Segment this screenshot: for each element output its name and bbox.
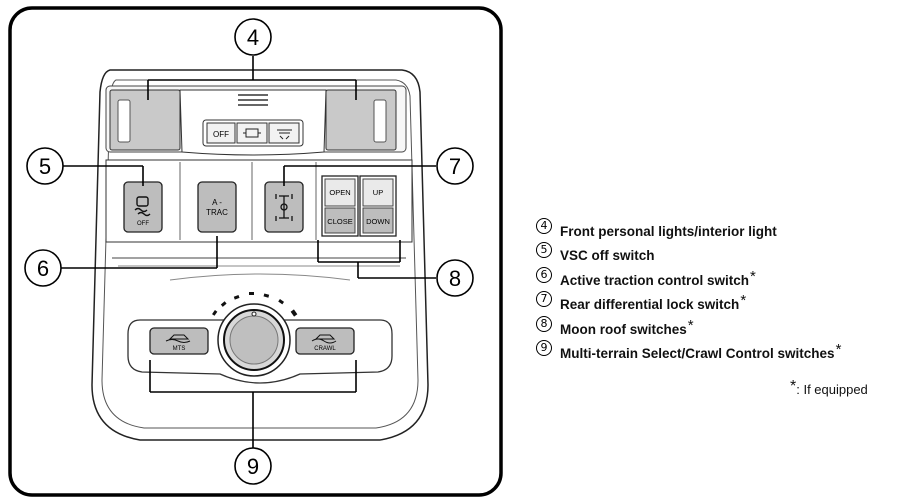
legend-label: VSC off switch bbox=[560, 248, 655, 264]
svg-text:5: 5 bbox=[39, 154, 51, 179]
callout-7: 7 bbox=[436, 147, 474, 185]
crawl-terrain-icon bbox=[311, 334, 337, 344]
callout-5: 5 bbox=[26, 147, 64, 185]
vsc-skid-car-icon bbox=[134, 196, 151, 217]
moonroof-up-button[interactable] bbox=[362, 178, 394, 207]
legend-number: 8 bbox=[536, 315, 552, 332]
legend-item-moon-roof: 8 Moon roof switches* bbox=[536, 314, 896, 338]
svg-text:7: 7 bbox=[449, 154, 461, 179]
crawl-button[interactable] bbox=[295, 327, 355, 355]
footnote-text: : If equipped bbox=[796, 382, 868, 397]
legend-label: Multi-terrain Select/Crawl Control switc… bbox=[560, 340, 842, 361]
crawl-label: CRAWL bbox=[314, 346, 336, 352]
light-left-slot bbox=[117, 99, 131, 143]
callout-8: 8 bbox=[436, 259, 474, 297]
legend-label: Front personal lights/interior light bbox=[560, 224, 777, 239]
footnote: *: If equipped bbox=[790, 378, 868, 397]
legend-item-multi-terrain-select: 9 Multi-terrain Select/Crawl Control swi… bbox=[536, 338, 896, 362]
legend-label: Moon roof switches* bbox=[560, 316, 694, 337]
legend-number: 6 bbox=[536, 266, 552, 283]
legend-number: 5 bbox=[536, 242, 552, 259]
mts-label: MTS bbox=[173, 346, 186, 352]
moonroof-close-button[interactable] bbox=[324, 207, 356, 234]
svg-text:4: 4 bbox=[247, 25, 259, 50]
legend-item-active-traction-control: 6 Active traction control switch* bbox=[536, 265, 896, 289]
svg-text:9: 9 bbox=[247, 454, 259, 479]
interior-light-lens-icon bbox=[238, 94, 268, 106]
legend-item-front-personal-lights: 4 Front personal lights/interior light bbox=[536, 216, 896, 240]
interior-light-off-label: OFF bbox=[213, 130, 229, 139]
mts-selector-dial-face bbox=[229, 315, 279, 365]
interior-light-on-icon bbox=[277, 129, 292, 140]
footnote-mark: * bbox=[790, 378, 797, 395]
moonroof-down-label: DOWN bbox=[366, 217, 390, 226]
moonroof-close-label: CLOSE bbox=[327, 217, 352, 226]
atrac-switch[interactable] bbox=[197, 181, 237, 233]
legend-label: Active traction control switch* bbox=[560, 267, 756, 288]
overhead-console-diagram: OFF OFF A - TRAC OPEN bbox=[8, 6, 503, 497]
callout-6: 6 bbox=[24, 249, 62, 287]
atrac-label-line2: TRAC bbox=[206, 208, 228, 217]
callout-4: 4 bbox=[234, 18, 272, 56]
light-right-slot bbox=[373, 99, 387, 143]
vsc-off-label: OFF bbox=[137, 221, 149, 227]
callout-leader-lines bbox=[60, 56, 436, 448]
moonroof-down-button[interactable] bbox=[362, 207, 394, 234]
rear-diff-lock-icon bbox=[275, 194, 293, 221]
mts-selector-dial-pointer bbox=[251, 311, 257, 317]
mts-mode-indicator-marks bbox=[212, 292, 298, 317]
legend-number: 7 bbox=[536, 291, 552, 308]
legend: 4 Front personal lights/interior light 5… bbox=[536, 216, 896, 362]
door-light-icon bbox=[243, 128, 261, 138]
svg-text:6: 6 bbox=[37, 256, 49, 281]
callout-9: 9 bbox=[234, 447, 272, 485]
mts-terrain-icon bbox=[165, 334, 191, 343]
legend-item-rear-differential-lock: 7 Rear differential lock switch* bbox=[536, 289, 896, 313]
interior-light-door-button[interactable] bbox=[236, 122, 268, 144]
legend-label: Rear differential lock switch* bbox=[560, 292, 747, 313]
interior-light-off-button[interactable] bbox=[206, 122, 236, 144]
legend-number: 9 bbox=[536, 339, 552, 356]
moonroof-open-button[interactable] bbox=[324, 178, 356, 207]
moonroof-open-label: OPEN bbox=[329, 188, 350, 197]
lower-section-line-3 bbox=[169, 273, 351, 281]
svg-text:8: 8 bbox=[449, 266, 461, 291]
moonroof-up-label: UP bbox=[373, 188, 383, 197]
legend-item-vsc-off: 5 VSC off switch bbox=[536, 240, 896, 264]
legend-number: 4 bbox=[536, 218, 552, 234]
atrac-label-line1: A - bbox=[212, 198, 222, 207]
